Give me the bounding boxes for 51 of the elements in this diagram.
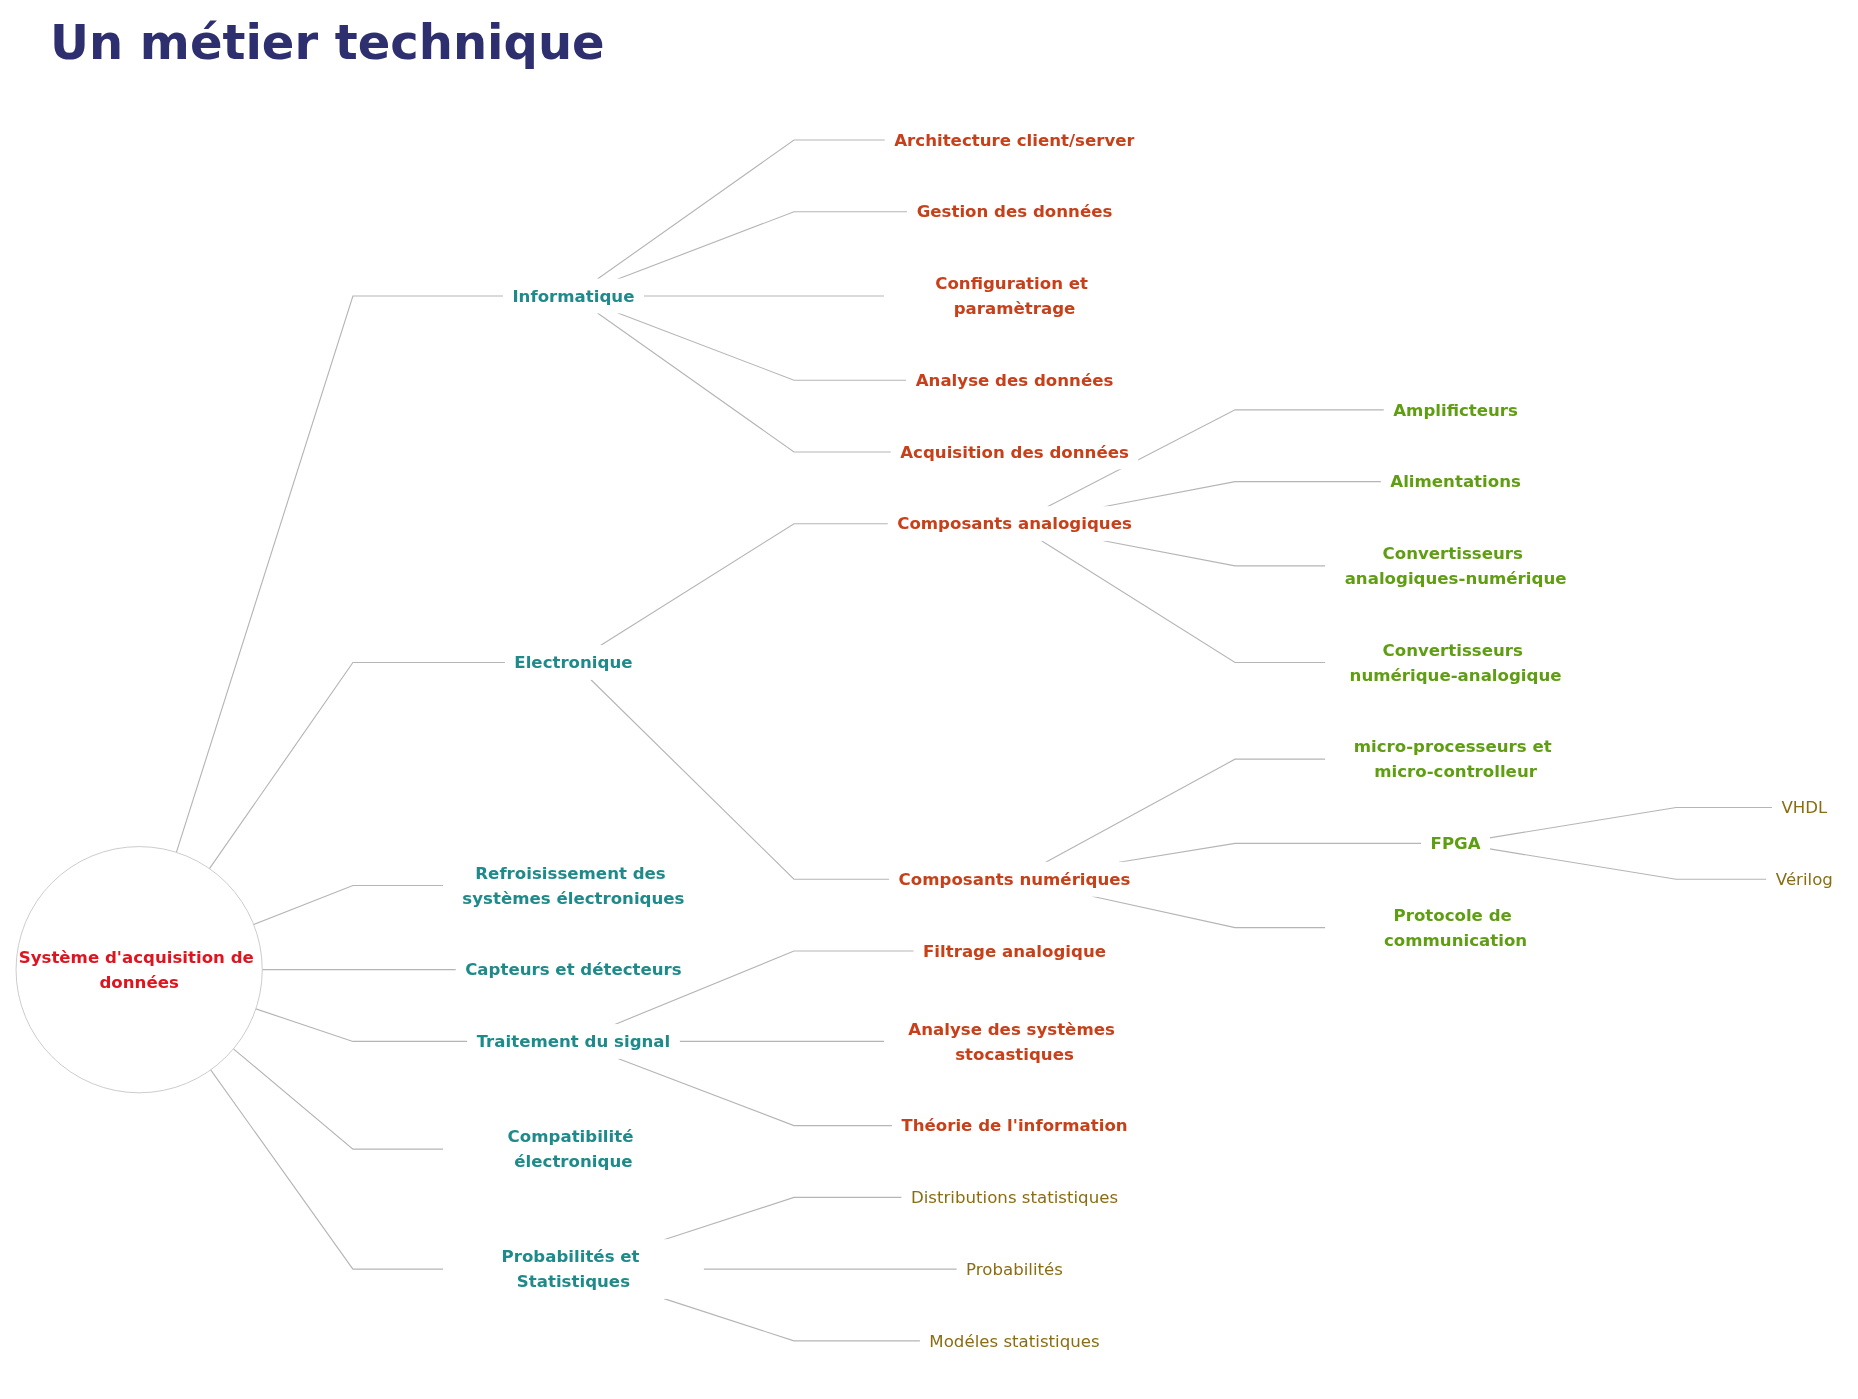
node-text: Capteurs et détecteurs <box>465 959 682 979</box>
node-text: Convertisseurs numérique-analogique <box>1349 640 1562 684</box>
connector <box>1489 847 1768 880</box>
node-text: micro-processeurs et micro-controlleur <box>1353 736 1552 781</box>
node-text: Modéles statistiques <box>929 1330 1100 1350</box>
node-text: Théorie de l'information <box>901 1115 1128 1135</box>
connector <box>1489 806 1773 838</box>
node-text: Distributions statistiques <box>910 1187 1119 1207</box>
node-text: FPGA <box>1430 833 1481 853</box>
node-text: Probabilités <box>966 1259 1063 1279</box>
node-text: Architecture client/server <box>894 130 1135 150</box>
node-circle: Système d'acquisition de données <box>15 845 263 1093</box>
connector <box>617 1057 893 1126</box>
node-text: Gestion des données <box>916 201 1113 221</box>
node-text: Amplificteurs <box>1393 399 1518 419</box>
node-text: Filtrage analogique <box>923 941 1106 960</box>
node-text: Acquisition des données <box>900 442 1129 461</box>
connector <box>253 884 445 925</box>
node-text: Electronique <box>514 652 633 672</box>
connector <box>599 522 889 646</box>
node-text: Analyse des systèmes stocastiques <box>908 1019 1115 1063</box>
connector <box>208 661 506 869</box>
connector <box>1040 539 1327 663</box>
node-text: VHDL <box>1781 797 1828 817</box>
connector <box>255 1007 469 1042</box>
connector <box>232 1047 445 1150</box>
connector <box>663 1297 921 1341</box>
node-text: Refroisissement des systèmes électroniques <box>462 863 685 907</box>
node-text: Analyse des données <box>915 370 1114 390</box>
connector <box>261 968 457 970</box>
node-text: Probabilités et Statistiques <box>501 1246 640 1291</box>
node-text: Traitement du signal <box>476 1031 671 1051</box>
node-text: Protocole de communication <box>1383 905 1528 950</box>
node-text: Convertisseurs analogiques-numérique <box>1344 543 1567 588</box>
node-text: Alimentations <box>1390 471 1521 491</box>
connector <box>617 311 908 381</box>
node-text: Compatibilité électronique <box>507 1126 634 1171</box>
connector <box>596 139 886 280</box>
connector <box>702 1268 958 1270</box>
connector <box>210 1068 445 1270</box>
connector <box>175 294 504 853</box>
connector <box>596 311 892 453</box>
title: Un métier technique <box>50 14 605 70</box>
connector <box>642 294 886 297</box>
node-text: Informatique <box>512 286 635 305</box>
node-text: Composants analogiques <box>897 513 1132 533</box>
connector <box>678 1040 886 1042</box>
node-text: Configuration et paramètrage <box>935 273 1088 318</box>
connector <box>590 678 891 880</box>
node-text: Composants numériques <box>898 869 1131 889</box>
node-text: Vérilog <box>1775 869 1833 889</box>
